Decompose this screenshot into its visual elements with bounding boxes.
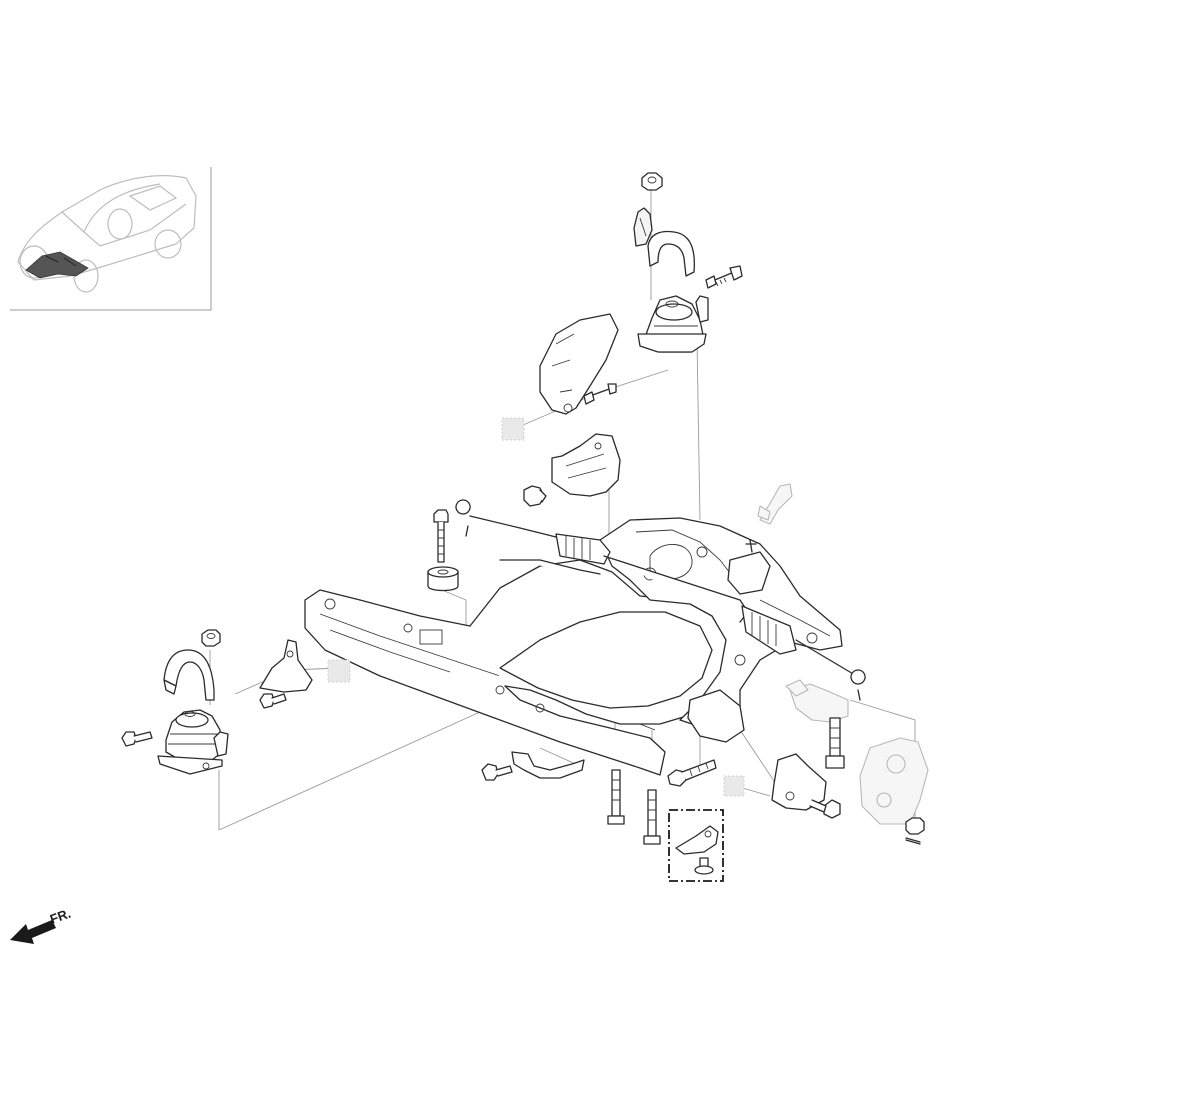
bolt-icon	[825, 717, 845, 769]
bolt-icon	[643, 789, 661, 845]
bolt-icon	[259, 693, 287, 709]
ghosted-components	[757, 483, 929, 825]
bolt-icon	[809, 799, 841, 819]
nut-icon	[641, 172, 663, 191]
nut-icon	[201, 629, 221, 647]
bolt-icon	[433, 509, 449, 563]
center-mount-bolt	[427, 509, 459, 592]
left-mount-group	[121, 629, 351, 775]
bolt-icon	[583, 383, 617, 405]
steering-gear-assembly	[455, 499, 866, 701]
bolt-icon	[121, 731, 153, 747]
bolt-icon	[607, 769, 625, 825]
bolt-icon	[667, 759, 717, 787]
nut-icon	[905, 817, 925, 835]
vehicle-locator-inset	[10, 167, 212, 311]
upper-mount-group	[501, 172, 743, 507]
lower-fasteners	[481, 717, 925, 845]
front-direction-indicator: FR.	[10, 906, 73, 944]
front-direction-arrow-icon	[10, 920, 56, 944]
vehicle-outline-icon	[17, 175, 197, 293]
subframe-location-highlight	[25, 251, 89, 279]
nut-icon	[523, 485, 547, 507]
bolt-icon	[481, 763, 513, 781]
front-subframe	[304, 517, 843, 776]
detail-callout-box	[668, 809, 724, 882]
front-direction-label: FR.	[48, 906, 73, 927]
bolt-icon	[705, 265, 743, 289]
